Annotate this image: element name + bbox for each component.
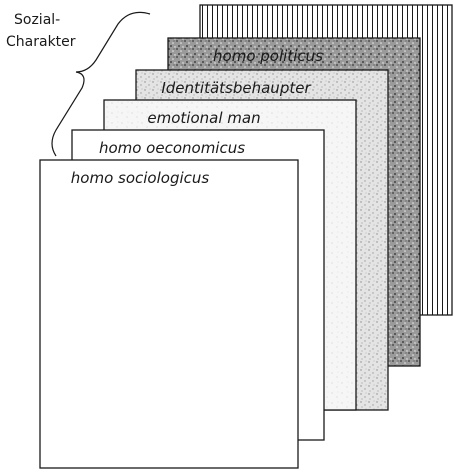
sheet-3-label: Identitätsbehaupter xyxy=(161,79,311,97)
side-label-line2: Charakter xyxy=(6,34,76,50)
sozial-charakter-annotation: Sozial- Charakter xyxy=(6,11,151,157)
sheet-6-label: homo sociologicus xyxy=(71,169,210,187)
curly-brace xyxy=(51,11,151,157)
sheet-6: homo sociologicus xyxy=(39,159,299,469)
sheet-4-label: emotional man xyxy=(147,109,260,127)
sheet-2-label: homo politicus xyxy=(213,47,323,65)
sheet-6-page xyxy=(39,159,299,469)
sheet-5-label: homo oeconomicus xyxy=(99,139,245,157)
side-label-line1: Sozial- xyxy=(14,12,60,28)
